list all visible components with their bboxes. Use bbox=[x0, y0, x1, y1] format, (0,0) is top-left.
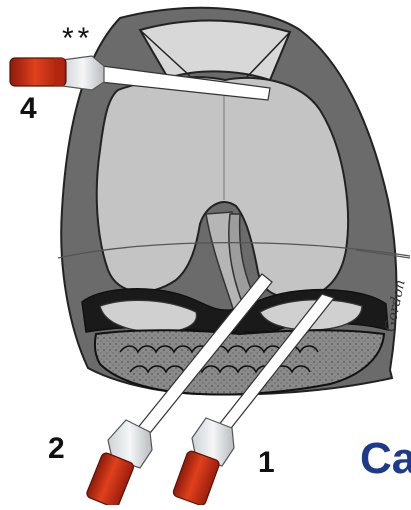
caption-text: Ca bbox=[360, 434, 411, 484]
needle-2-label: 2 bbox=[48, 432, 65, 466]
asterisk-marker: ** bbox=[62, 22, 93, 56]
needle-1-label: 1 bbox=[258, 446, 275, 480]
needle-hub-clear bbox=[62, 56, 104, 90]
needle-4-label: 4 bbox=[20, 92, 37, 126]
